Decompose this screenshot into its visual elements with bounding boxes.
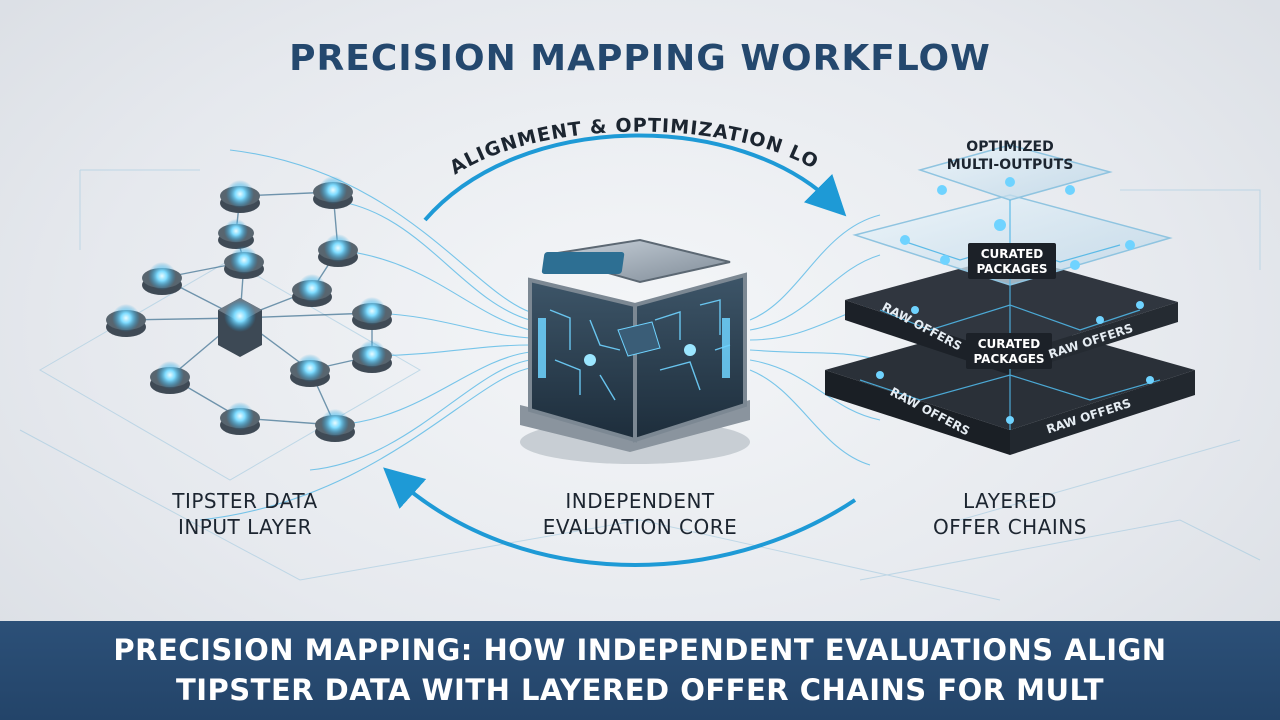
flow-lines-right [749,214,891,466]
input-layer-label-line-1: TIPSTER DATA [172,489,318,513]
page-title: PRECISION MAPPING WORKFLOW [289,38,991,79]
hub-node [218,298,262,357]
input-layer-label: TIPSTER DATA INPUT LAYER [130,488,360,540]
curated-tag-1-line-2: PACKAGES [976,262,1047,276]
layer-stack-icon [825,144,1195,455]
caption-line-2: TIPSTER DATA WITH LAYERED OFFER CHAINS F… [175,673,1105,707]
circuit-cube-icon [520,238,750,464]
evaluation-core-label: INDEPENDENT EVALUATION CORE [515,488,765,540]
curated-tag-1-line-1: CURATED [981,247,1044,261]
flow-lines-left [199,149,531,521]
curated-tag-2-line-1: CURATED [978,337,1041,351]
input-layer-label-line-2: INPUT LAYER [177,515,313,539]
curated-tag-2-line-2: PACKAGES [973,352,1044,366]
curated-tag-1 [968,243,1056,279]
stack-top-label-2: MULTI-OUTPUTS [947,157,1074,173]
input-nodes [106,176,392,442]
curated-tag-2 [966,333,1052,369]
stack-top-label-1: OPTIMIZED [966,139,1053,155]
network-node-icon [220,180,260,213]
caption-line-1: PRECISION MAPPING: HOW INDEPENDENT EVALU… [113,633,1167,667]
curved-arrow-icon [423,133,847,222]
offer-chains-label-line-1: LAYERED [962,489,1058,513]
return-arrow-icon [383,467,857,567]
background-grid [19,169,1261,601]
offer-chains-label-line-2: OFFER CHAINS [933,515,1087,539]
caption-banner: PRECISION MAPPING: HOW INDEPENDENT EVALU… [0,621,1280,720]
input-network-links [125,191,373,426]
evaluation-core-label-line-2: EVALUATION CORE [542,515,738,539]
evaluation-core-label-line-1: INDEPENDENT [565,489,715,513]
offer-chains-label: LAYERED OFFER CHAINS [890,488,1130,540]
